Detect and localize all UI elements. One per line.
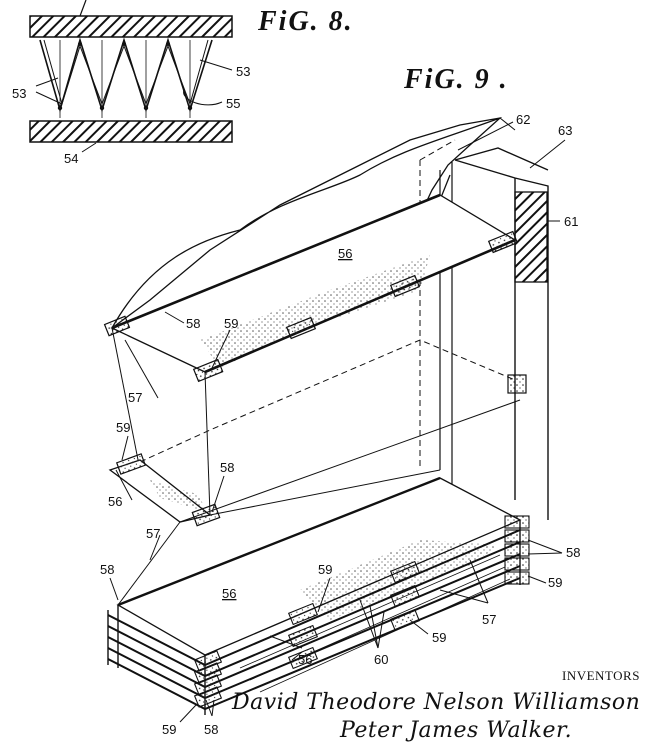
fig9-ref-58-mid: 58 [220,460,234,475]
fig8-title: FiG. 8. [258,6,354,37]
fig9-ref-56-bottom: 56 [298,652,312,667]
fig9-ref-58-left: 58 [100,562,114,577]
fig9-ref-59-right: 59 [548,575,562,590]
inventor-name-1: David Theodore Nelson Williamson [232,690,641,715]
fig9-ref-60: 60 [374,652,388,667]
inventor-name-2: Peter James Walker. [340,718,573,743]
fig9-frame-61 [514,191,548,283]
fig8-zigzag-membrane [39,37,213,113]
fig9-ref-57-low: 57 [146,526,160,541]
fig8-ref-53-left: 53 [12,86,26,101]
fig9-ref-58-right: 58 [566,545,580,560]
fig9-ref-58-bottom: 58 [204,722,218,737]
fig8-ref-53-right: 53 [236,64,250,79]
fig9-ref-59-low: 59 [318,562,332,577]
fig8-bottom-plate [29,120,233,143]
fig9-ref-56-low: 56 [222,586,236,601]
fig9-ref-57-mid: 57 [128,390,142,405]
fig9-ref-56-top: 56 [338,246,352,261]
fig9-ref-59-bottom-left: 59 [162,722,176,737]
fig9-ref-58-top: 58 [186,316,200,331]
fig9-ref-62: 62 [516,112,530,127]
fig9-ref-63: 63 [558,123,572,138]
fig9-diagram: 62 63 61 56 58 59 57 59 58 56 57 58 59 5… [100,112,580,737]
fig9-ref-59-top: 59 [224,316,238,331]
fig9-panel-56-top [110,194,517,373]
fig9-ref-59-bottom-right: 59 [432,630,446,645]
fig9-ref-56-mid: 56 [108,494,122,509]
fig8-ref-54: 54 [64,151,78,166]
fig8-diagram: 53 53 55 54 [12,0,250,166]
fig9-dashed-middle-pleat [139,339,516,463]
fig9-ref-57-right: 57 [482,612,496,627]
fig8-ref-55: 55 [226,96,240,111]
fig9-ref-61: 61 [564,214,578,229]
fig9-title: FiG. 9 . [404,64,509,95]
inventors-heading: INVENTORS [562,668,640,683]
fig9-ref-59-mid: 59 [116,420,130,435]
fig8-top-plate [29,15,233,38]
